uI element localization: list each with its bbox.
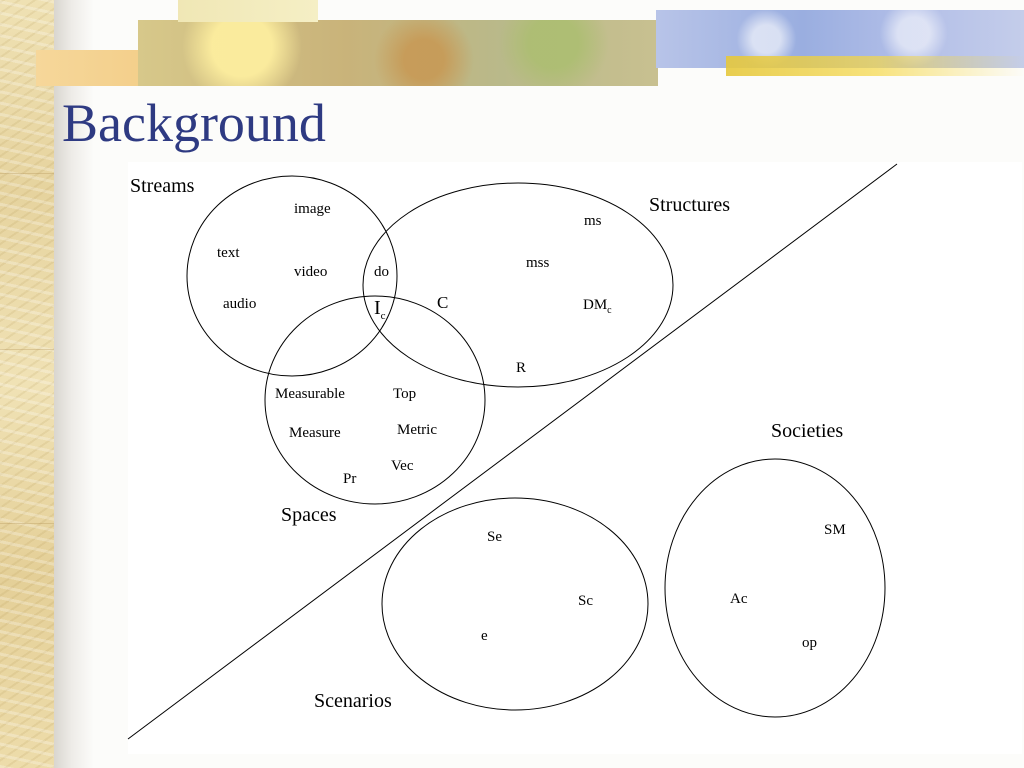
item-e: e (481, 628, 488, 644)
item-dm-main: DM (583, 297, 607, 313)
item-audio: audio (223, 296, 256, 312)
scenarios-label: Scenarios (314, 690, 392, 712)
item-measure: Measure (289, 425, 341, 441)
item-top: Top (393, 386, 416, 402)
banner-segment (726, 56, 1024, 76)
item-video: video (294, 264, 327, 280)
item-vec: Vec (391, 458, 414, 474)
item-ic-main: I (374, 297, 381, 319)
item-ac: Ac (730, 591, 748, 607)
scenarios-ellipse (381, 497, 649, 711)
item-dm: DMc (583, 297, 612, 316)
item-do: do (374, 264, 389, 280)
item-ms: ms (584, 213, 602, 229)
item-sc: Sc (578, 593, 593, 609)
parchment-seam (0, 349, 54, 350)
societies-label: Societies (771, 420, 843, 442)
item-metric: Metric (397, 422, 437, 438)
structures-label: Structures (649, 194, 730, 216)
item-dm-subscript: c (607, 305, 612, 316)
banner-segment (138, 20, 658, 86)
item-pr: Pr (343, 471, 356, 487)
parchment-strip (0, 0, 54, 768)
item-se: Se (487, 529, 502, 545)
item-r: R (516, 360, 526, 376)
item-op: op (802, 635, 817, 651)
item-measurable: Measurable (275, 386, 345, 402)
page-shadow (54, 0, 94, 768)
spaces-label: Spaces (281, 504, 337, 526)
societies-ellipse (664, 458, 886, 718)
item-text: text (217, 245, 240, 261)
item-mss: mss (526, 255, 550, 271)
diagram-panel (128, 162, 1022, 754)
banner-segment (178, 0, 318, 22)
structures-ellipse (362, 182, 674, 388)
item-ic: Ic (374, 297, 386, 322)
item-sm: SM (824, 522, 846, 538)
streams-label: Streams (130, 175, 195, 197)
item-ic-subscript: c (381, 310, 386, 322)
parchment-seam (0, 523, 54, 524)
item-image: image (294, 201, 331, 217)
parchment-seam (0, 173, 54, 174)
item-c: C (437, 293, 448, 312)
streams-ellipse (186, 175, 398, 377)
decorative-banner (36, 0, 1024, 86)
divider-line (127, 163, 898, 740)
spaces-ellipse (264, 295, 486, 505)
slide-title: Background (62, 93, 326, 153)
